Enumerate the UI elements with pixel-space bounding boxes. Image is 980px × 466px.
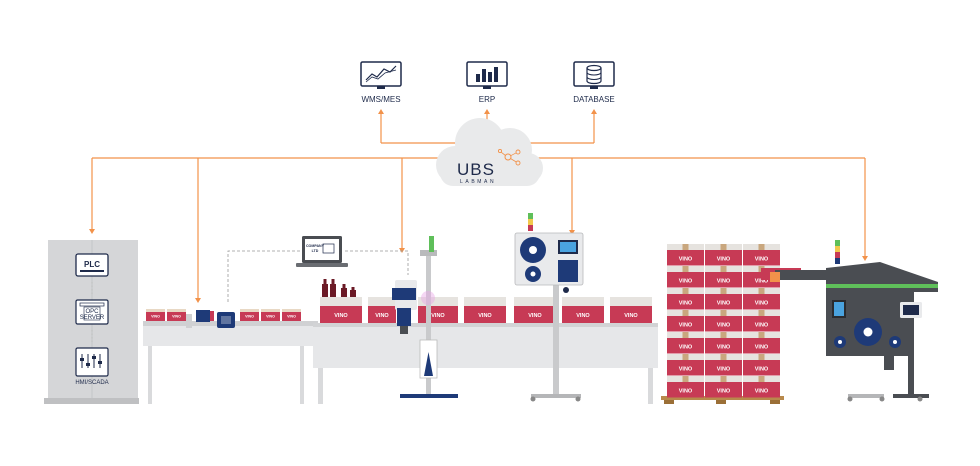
pallet-box-tape [682, 266, 689, 272]
pallet-box-label: VINO [679, 257, 693, 263]
database-label: DATABASE [573, 95, 615, 104]
print-and-apply-tower [392, 236, 458, 398]
svg-text:VINO: VINO [375, 313, 389, 319]
pallet-box-label: VINO [755, 301, 769, 307]
wms-mes-label: WMS/MES [361, 95, 400, 104]
pallet-box-tape [758, 244, 765, 250]
pallet-box-tape [682, 288, 689, 294]
pallet-box-tape [720, 332, 727, 338]
pallet-box-tape [758, 376, 765, 382]
laptop-screen-line-2: LTD [312, 249, 319, 253]
server-icon [75, 299, 109, 325]
pallet-box-label: VINO [755, 279, 769, 285]
erp-label: ERP [479, 95, 495, 104]
pallet-box-label: VINO [755, 367, 769, 373]
pallet-box-tape [682, 244, 689, 250]
svg-text:VINO: VINO [478, 313, 492, 319]
server-label: SERVER [80, 315, 105, 321]
laptop-screen-line-1: COMPANY [306, 244, 325, 248]
pallet-box-tape [720, 310, 727, 316]
svg-text:VINO: VINO [431, 313, 445, 319]
pallet-box-label: VINO [679, 389, 693, 395]
ubs-labman-cloud: UBS LABMAN [436, 118, 543, 186]
svg-text:VINO: VINO [624, 313, 638, 319]
wine-bottles [322, 279, 356, 297]
sliders-icon [75, 347, 109, 377]
hmi-scada-module: HMI/SCADA [75, 347, 109, 386]
pallet-box-label: VINO [755, 345, 769, 351]
pallet-stack: VINO VINO VINO VINO VINO VINO VINO VINO VINO VINO… [661, 244, 784, 404]
laptop-icon [296, 236, 348, 267]
pallet-box-tape [682, 332, 689, 338]
palletizer-robot [761, 240, 938, 402]
pallet-box-label: VINO [679, 345, 693, 351]
cloud-shape [436, 118, 543, 186]
pallet-box-label: VINO [679, 367, 693, 373]
pallet-box-tape [758, 310, 765, 316]
svg-text:VINO: VINO [576, 313, 590, 319]
svg-text:VINO: VINO [334, 313, 348, 319]
svg-text:VINO: VINO [287, 315, 296, 319]
svg-text:VINO: VINO [266, 315, 275, 319]
pallet-box-tape [720, 266, 727, 272]
opc-label: OPC [85, 309, 99, 315]
hmi-scada-label: HMI/SCADA [75, 380, 108, 386]
plc-module: PLC [75, 253, 109, 277]
wine-boxes: VINO VINO VINO VINO VINO VINO VINO [320, 297, 652, 323]
input-conveyor: VINO VINO VINO VINO VINO [143, 309, 318, 404]
opc-server-module: OPC SERVER [75, 299, 109, 325]
pallet-box-tape [758, 354, 765, 360]
bar-chart-monitor-icon [466, 61, 508, 89]
main-conveyor: VINO VINO VINO VINO VINO VINO VINO [313, 279, 658, 404]
wms-mes-node: WMS/MES [360, 61, 402, 104]
pallet-box-label: VINO [679, 279, 693, 285]
pallet-box-label: VINO [717, 323, 731, 329]
pallet-box-label: VINO [755, 389, 769, 395]
pallet-box-label: VINO [717, 301, 731, 307]
pallet-box-label: VINO [755, 323, 769, 329]
pallet-box-label: VINO [717, 257, 731, 263]
svg-text:VINO: VINO [528, 313, 542, 319]
pallet-box-tape [758, 332, 765, 338]
svg-text:VINO: VINO [172, 315, 181, 319]
pallet-box-label: VINO [679, 301, 693, 307]
labman-subtitle: LABMAN [460, 179, 496, 185]
pallet-box-tape [720, 244, 727, 250]
pallet-box-tape [720, 354, 727, 360]
pallet-box-tape [682, 310, 689, 316]
pallet-box-label: VINO [755, 257, 769, 263]
pallet-box-tape [682, 354, 689, 360]
database-monitor-icon [573, 61, 615, 89]
inline-printer [186, 310, 235, 328]
pallet-box-tape [720, 376, 727, 382]
pallet-box-label: VINO [717, 279, 731, 285]
control-cabinet: PLC OPC SERVER [44, 240, 139, 404]
network-icon [497, 148, 521, 166]
chart-monitor-icon [360, 61, 402, 89]
label-applicator [514, 213, 584, 402]
database-node: DATABASE [573, 61, 615, 104]
pallet-box-label: VINO [717, 345, 731, 351]
erp-node: ERP [466, 61, 508, 104]
pallet-box-tape [758, 288, 765, 294]
pallet-boxes: VINO VINO VINO VINO VINO VINO VINO VINO VINO VINO… [667, 244, 780, 398]
pallet-box-label: VINO [717, 367, 731, 373]
pallet-box-label: VINO [717, 389, 731, 395]
svg-text:VINO: VINO [151, 315, 160, 319]
plc-label: PLC [84, 260, 100, 269]
ubs-logo: UBS [457, 160, 495, 179]
laptop: COMPANY LTD [296, 236, 348, 267]
pallet-box-tape [720, 288, 727, 294]
pallet-box-label: VINO [679, 323, 693, 329]
svg-text:VINO: VINO [245, 315, 254, 319]
pallet-box-tape [682, 376, 689, 382]
small-boxes: VINO VINO VINO VINO VINO [146, 309, 301, 321]
